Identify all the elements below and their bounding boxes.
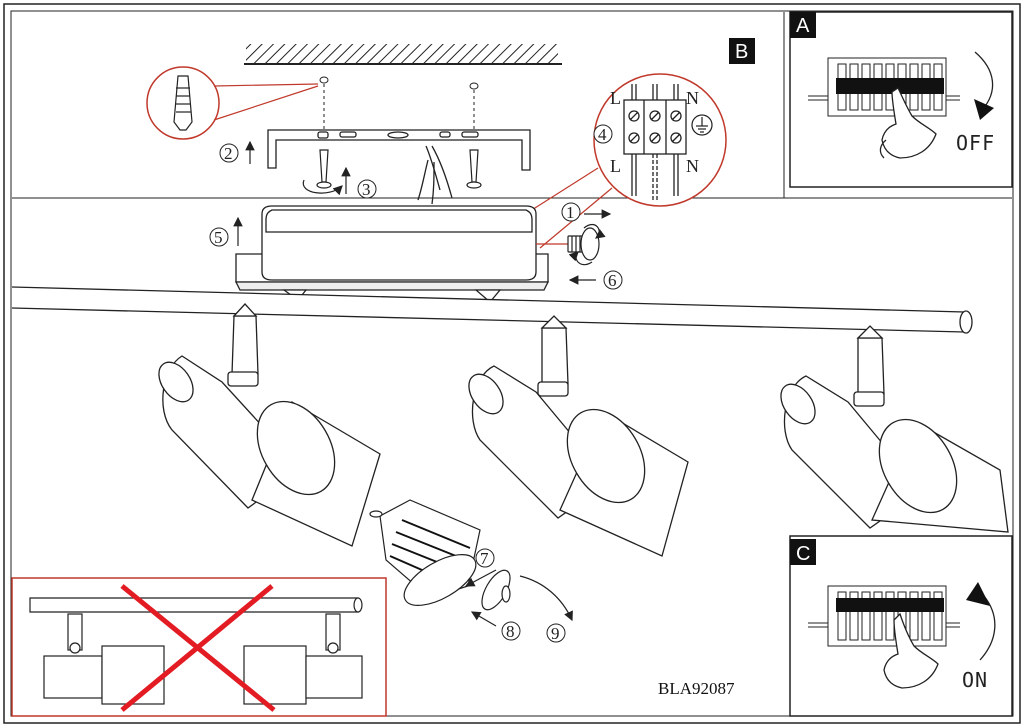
step-badges: 1 2 3 4 5 6 7 8 9	[209, 124, 623, 643]
step-7: 7	[480, 549, 489, 568]
arrow-left-icon	[464, 569, 497, 587]
panel-b-letter: B	[735, 41, 748, 63]
cross-mark-icon	[120, 584, 276, 712]
hand-icon	[879, 87, 937, 159]
rotate-arrow-icon	[302, 179, 343, 196]
hand-icon	[883, 612, 939, 689]
terminal-block-callout: L N L N	[515, 73, 727, 249]
inner-frame	[10, 10, 1014, 717]
wall-plug-callout	[146, 66, 319, 140]
breaker-on-label: ON	[962, 668, 988, 692]
rotate-arrow-icon	[568, 251, 593, 266]
step-3: 3	[362, 180, 371, 199]
earth-ground-icon	[691, 114, 713, 136]
screw-icon	[316, 149, 482, 189]
ceiling	[244, 44, 562, 65]
step-5: 5	[214, 228, 223, 247]
gu10-bulb	[369, 499, 481, 606]
terminal-neutral-bottom-label: N	[686, 156, 699, 176]
rotate-arrow-icon	[979, 595, 996, 661]
circuit-breaker-a	[808, 57, 960, 117]
panel-a-badge	[790, 12, 816, 38]
retaining-ring	[481, 569, 511, 611]
terminal-live-bottom-label: L	[610, 156, 621, 176]
wrong-installation-inset	[11, 577, 387, 717]
canopy	[234, 205, 550, 303]
panel-b: B	[12, 12, 1012, 199]
step-4: 4	[598, 125, 607, 144]
arrow-left-icon	[470, 611, 497, 627]
step-9: 9	[551, 624, 560, 643]
panel-a-letter: A	[796, 15, 810, 37]
panel-b-badge	[729, 38, 755, 64]
product-code: BLA92087	[658, 679, 735, 698]
step-1: 1	[566, 203, 575, 222]
step-8: 8	[506, 622, 515, 641]
terminal-live-label: L	[610, 88, 621, 108]
rotate-arrow-icon	[583, 223, 606, 239]
step-2: 2	[224, 144, 233, 163]
panel-c-letter: C	[796, 543, 810, 565]
mains-wires	[417, 145, 453, 205]
circuit-breaker-c	[808, 585, 960, 647]
rotate-arrow-icon	[519, 575, 573, 622]
outer-frame	[3, 3, 1021, 724]
terminal-neutral-label: N	[686, 88, 699, 108]
terminal-block	[623, 84, 687, 200]
step-6: 6	[608, 271, 617, 290]
panel-a: A OFF	[789, 11, 1013, 188]
panel-c: C ON	[789, 535, 1013, 717]
spotlight-2	[468, 315, 689, 557]
panel-c-badge	[790, 539, 816, 565]
spotlight-1	[158, 303, 381, 547]
track-bar	[11, 286, 973, 334]
spotlight-3	[780, 325, 1009, 533]
wall-plug-icon	[173, 75, 193, 131]
mounting-bracket	[267, 129, 531, 171]
breaker-off-label: OFF	[956, 131, 995, 155]
